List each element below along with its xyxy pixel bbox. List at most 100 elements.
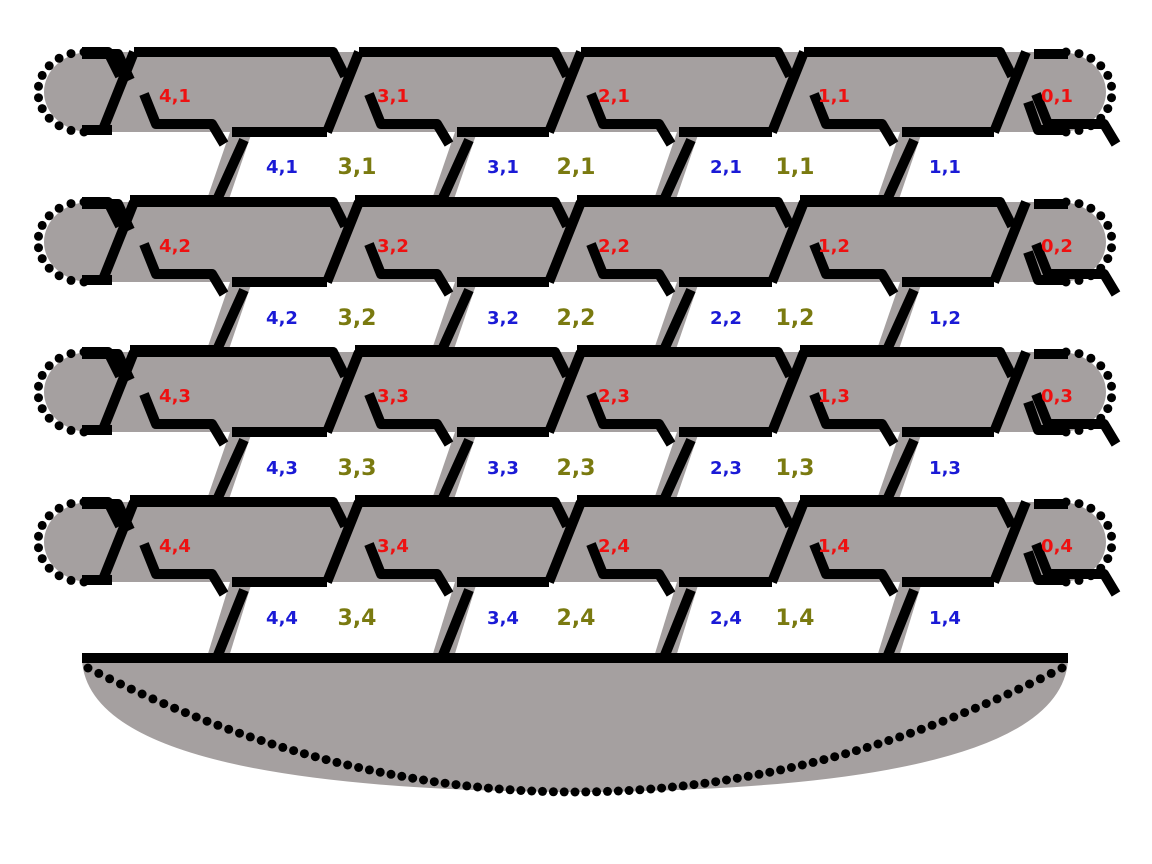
- right-dotted-cap: [1096, 361, 1106, 371]
- upper-hook: [752, 497, 795, 529]
- slanted-strand: [322, 50, 364, 134]
- blue-label: 3,4: [487, 608, 519, 629]
- bottom-dotted-boundary: [419, 775, 428, 785]
- bottom-dotted-boundary: [862, 742, 872, 752]
- blue-label: 1,3: [929, 458, 961, 479]
- upper-hook: [529, 347, 572, 379]
- bottom-dotted-boundary: [949, 712, 959, 722]
- bottom-dotted-boundary: [711, 777, 721, 787]
- right-dotted-cap: [1086, 121, 1096, 131]
- right-stub-bottom: [1023, 250, 1068, 285]
- dotted-boundary-layer: [34, 47, 1116, 797]
- bottom-dotted-boundary: [1046, 668, 1056, 678]
- slanted-strand: [544, 50, 586, 134]
- connector-strand: [658, 588, 696, 662]
- bottom-dotted-boundary: [592, 787, 602, 797]
- lower-hook: [809, 242, 899, 297]
- left-dotted-cap: [66, 575, 76, 585]
- upper-hook: [307, 47, 350, 79]
- right-dotted-cap: [1103, 404, 1113, 414]
- left-dotted-cap: [66, 125, 76, 135]
- olive-label: 2,1: [557, 155, 596, 180]
- bottom-dotted-boundary: [527, 786, 537, 796]
- connector-strand: [436, 588, 474, 662]
- blue-label: 1,2: [929, 308, 961, 329]
- right-dotted-cap: [1086, 53, 1096, 63]
- bottom-dotted-boundary: [624, 786, 634, 795]
- bottom-dotted-boundary: [332, 757, 342, 767]
- right-cap-region: [1014, 502, 1106, 582]
- left-dotted-cap: [37, 370, 47, 380]
- right-dotted-cap: [1103, 70, 1113, 80]
- slanted-strand: [322, 350, 364, 434]
- right-dotted-cap: [1107, 543, 1116, 553]
- bottom-dotted-boundary: [408, 773, 418, 783]
- upper-hook: [752, 47, 795, 79]
- lower-hook: [809, 542, 899, 597]
- right-dotted-cap: [1061, 47, 1071, 57]
- right-dotted-cap: [1096, 113, 1106, 123]
- olive-label: 3,2: [338, 306, 377, 331]
- lower-hook: [139, 542, 229, 597]
- right-dotted-cap: [1103, 104, 1113, 114]
- bottom-dotted-boundary: [743, 771, 753, 781]
- bottom-dotted-boundary: [570, 787, 580, 797]
- right-stub-bottom: [1023, 400, 1068, 435]
- bottom-dotted-boundary: [159, 699, 169, 709]
- right-dotted-cap: [1074, 199, 1084, 209]
- connector-strand: [881, 588, 919, 662]
- red-label: 4,3: [159, 386, 191, 407]
- right-dotted-cap: [1074, 49, 1084, 59]
- slanted-strand: [989, 350, 1031, 434]
- right-dotted-cap: [1103, 254, 1113, 264]
- lower-hook: [1031, 392, 1121, 447]
- bottom-dotted-boundary: [841, 749, 851, 759]
- bottom-dotted-boundary: [657, 783, 667, 793]
- blue-label: 4,4: [266, 608, 298, 629]
- left-stub-top: [82, 49, 135, 83]
- bottom-dotted-boundary: [321, 755, 331, 765]
- right-cap-region: [1014, 352, 1106, 432]
- bottom-dotted-boundary: [906, 728, 915, 738]
- slanted-strand: [544, 200, 586, 284]
- bottom-dotted-boundary: [873, 739, 883, 749]
- bottom-dotted-boundary: [354, 763, 364, 772]
- bottom-dotted-boundary: [1057, 663, 1067, 673]
- bottom-dotted-boundary: [343, 760, 353, 770]
- left-dotted-cap: [34, 381, 43, 391]
- connector-strand: [211, 287, 249, 355]
- left-dotted-cap: [44, 413, 54, 423]
- left-dotted-cap: [79, 127, 89, 137]
- bottom-dotted-boundary: [137, 689, 147, 699]
- blue-label: 2,1: [710, 157, 742, 178]
- right-dotted-cap: [1096, 263, 1106, 273]
- upper-hook: [307, 497, 350, 529]
- lower-hook: [364, 392, 454, 447]
- bottom-dotted-boundary: [786, 763, 796, 772]
- red-label: 4,2: [159, 236, 191, 257]
- left-dotted-cap: [54, 421, 64, 431]
- slanted-strand: [989, 50, 1031, 134]
- red-label: 4,1: [159, 86, 191, 107]
- right-dotted-cap: [1074, 425, 1084, 435]
- right-stub-bottom: [1023, 550, 1068, 585]
- left-dotted-cap: [44, 211, 54, 221]
- bottom-dotted-boundary: [451, 780, 461, 790]
- slanted-strand: [544, 500, 586, 584]
- lower-hook: [809, 92, 899, 147]
- upper-hook: [529, 197, 572, 229]
- bottom-dotted-boundary: [224, 724, 234, 734]
- olive-label: 2,2: [557, 306, 596, 331]
- left-dotted-cap: [66, 349, 76, 359]
- connector-strand: [211, 437, 249, 505]
- right-dotted-cap: [1107, 231, 1116, 241]
- left-dotted-cap: [37, 554, 47, 564]
- bottom-dotted-boundary: [397, 771, 407, 781]
- bottom-dotted-boundary: [278, 742, 288, 752]
- bottom-dotted-boundary: [635, 785, 645, 795]
- red-label: 1,1: [818, 86, 850, 107]
- bottom-dotted-boundary: [754, 769, 764, 779]
- connector-strand: [881, 137, 919, 205]
- red-label: 3,1: [377, 86, 409, 107]
